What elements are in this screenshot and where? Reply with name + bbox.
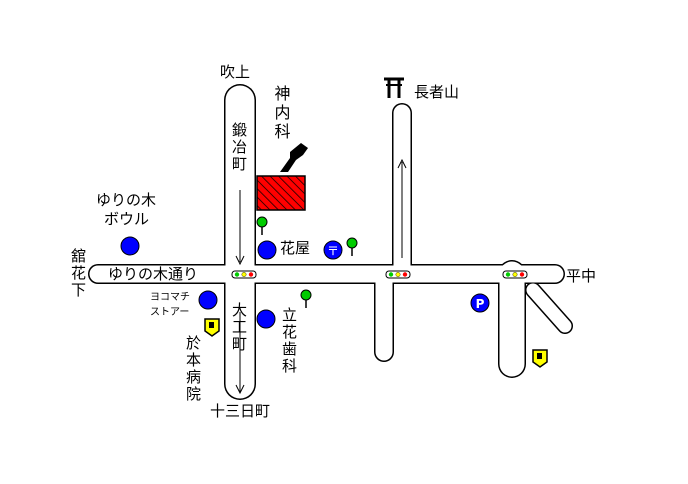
label-yokomachi-line1: ヨコマチ	[150, 292, 190, 303]
tree-icon	[300, 289, 312, 308]
post-office-symbol: 〒	[327, 244, 339, 258]
traffic-light-icon	[502, 270, 528, 279]
label-yurinoki-bowl-line2: ボウル	[104, 210, 150, 228]
label-yurinoki-dori: ゆりの木通り	[108, 265, 199, 283]
traffic-light-icon	[385, 270, 411, 279]
parking-symbol: P	[476, 297, 485, 311]
label-clinic: 神内科	[274, 84, 291, 141]
label-hanaya: 花屋	[280, 239, 311, 257]
gas-station-icon	[204, 318, 220, 337]
tachibana-dental-marker-icon	[256, 309, 276, 329]
tree-icon	[346, 237, 358, 256]
label-kanhanashita: 舘花下	[70, 247, 86, 299]
label-yokomachi-line2: ストアー	[150, 307, 190, 318]
label-yurinoki-bowl-line1: ゆりの木	[96, 191, 157, 209]
post-office-marker-icon	[323, 240, 343, 260]
yokomachi-store-marker-icon	[198, 290, 218, 310]
shrine-gate-icon	[384, 77, 404, 98]
yurinoki-bowl-marker-icon	[120, 236, 140, 256]
label-kajimachi: 鍛冶町	[231, 121, 247, 173]
tree-icon	[256, 216, 268, 235]
label-chojayama: 長者山	[414, 83, 460, 101]
traffic-light-icon	[231, 270, 257, 279]
parking-marker-icon	[470, 293, 490, 313]
label-fukiage: 吹上	[220, 63, 251, 81]
label-tachibana-dental: 立花歯科	[281, 306, 297, 375]
label-heichu: 平中	[566, 267, 597, 285]
hanaya-marker-icon	[257, 240, 277, 260]
label-daikumachi: 大工町	[231, 301, 247, 353]
label-omoto-hospital: 於本病院	[185, 334, 201, 403]
clinic-marker-icon	[256, 175, 306, 211]
one-way-arrow-icon	[235, 158, 407, 395]
pointer-arrow-icon	[280, 143, 308, 172]
gas-station-icon	[532, 349, 548, 368]
label-jusannichimachi: 十三日町	[210, 402, 271, 420]
